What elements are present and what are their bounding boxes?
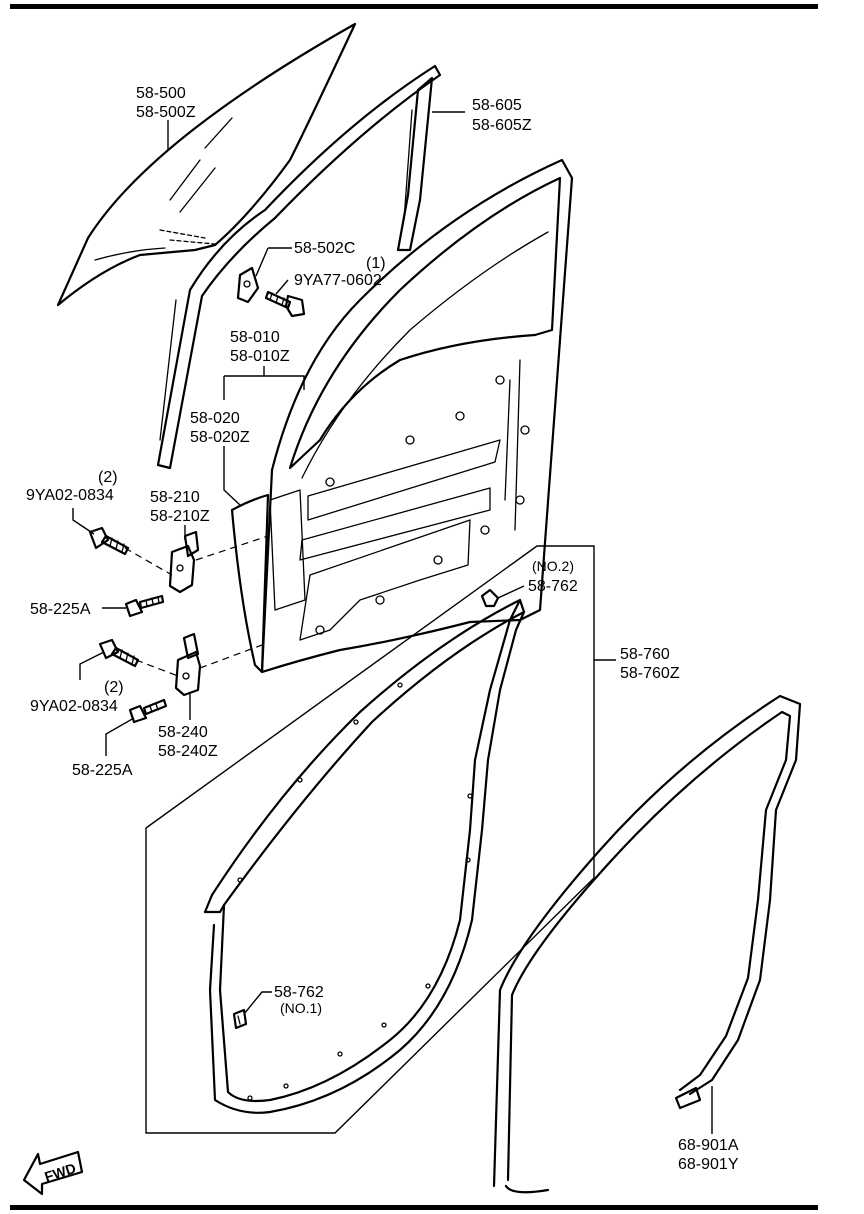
bracket-bolt	[264, 290, 306, 318]
glass-run-channel	[156, 64, 442, 470]
upper-hinge-door-dash	[195, 535, 269, 561]
door-glass	[56, 22, 357, 307]
clip-no1	[232, 1008, 248, 1030]
label-lower-bolt-qty: (2)	[104, 679, 124, 696]
label-bracket: 58-502C	[294, 240, 355, 257]
label-lower-225a: 58-225A	[72, 762, 133, 779]
label-door-shell-1: 58-010	[230, 329, 280, 346]
label-upper-bolt-qty: (2)	[98, 469, 118, 486]
leader-lower-hinge-bolt	[79, 651, 105, 680]
upper-hinge	[168, 530, 200, 594]
label-glass-1: 58-500	[136, 85, 186, 102]
body-opening-seal	[492, 694, 802, 1194]
lower-225a-bolt	[128, 698, 168, 724]
label-lower-hinge-1: 58-240	[158, 724, 208, 741]
label-glass-2: 58-500Z	[136, 104, 196, 121]
weatherstrip-group-line	[145, 545, 595, 1134]
leader-clip-no1	[243, 991, 272, 1015]
label-door-panel-2: 58-020Z	[190, 429, 250, 446]
upper-hinge-bolt	[88, 526, 130, 556]
leader-clip-no2	[497, 585, 525, 599]
label-door-panel-1: 58-020	[190, 410, 240, 427]
label-channel-1: 58-605	[472, 97, 522, 114]
lower-hinge	[174, 632, 202, 697]
door-front-panel	[230, 493, 270, 674]
label-body-seal-1: 68-901A	[678, 1137, 739, 1154]
label-door-shell-2: 58-010Z	[230, 348, 290, 365]
label-lower-bolt: 9YA02-0834	[30, 698, 118, 715]
leader-lower-225a	[105, 717, 135, 756]
label-upper-hinge-2: 58-210Z	[150, 508, 210, 525]
label-channel-2: 58-605Z	[472, 117, 532, 134]
label-clip-no2-note: (NO.2)	[532, 558, 574, 574]
label-weatherstrip-1: 58-760	[620, 646, 670, 663]
leader-bolt	[275, 279, 289, 295]
top-border	[10, 4, 818, 9]
label-fwd: FWD	[43, 1160, 78, 1185]
fwd-arrow-icon	[22, 1150, 84, 1196]
label-clip-no2: 58-762	[528, 578, 578, 595]
label-upper-hinge-1: 58-210	[150, 489, 200, 506]
lower-hinge-bolt	[98, 638, 140, 668]
door-shell	[260, 158, 574, 674]
leader-bracket	[255, 247, 292, 277]
label-upper-bolt: 9YA02-0834	[26, 487, 114, 504]
leader-door-shell	[223, 366, 305, 400]
lower-hinge-dash	[135, 659, 179, 677]
label-clip-no1: 58-762	[274, 984, 324, 1001]
leader-upper-hinge-bolt	[72, 508, 95, 535]
bottom-border	[10, 1205, 818, 1210]
clip-no2	[480, 588, 500, 608]
label-weatherstrip-2: 58-760Z	[620, 665, 680, 682]
glass-bracket	[236, 266, 260, 304]
leader-door-panel	[223, 446, 241, 506]
label-bolt: 9YA77-0602	[294, 272, 382, 289]
label-lower-hinge-2: 58-240Z	[158, 743, 218, 760]
upper-hinge-dash	[124, 547, 173, 576]
label-bolt-qty: (1)	[366, 255, 386, 272]
upper-225a-bolt	[124, 594, 165, 618]
door-weatherstrip	[203, 598, 526, 1114]
label-upper-225a: 58-225A	[30, 601, 91, 618]
label-clip-no1-note: (NO.1)	[280, 1000, 322, 1016]
label-body-seal-2: 68-901Y	[678, 1156, 739, 1173]
